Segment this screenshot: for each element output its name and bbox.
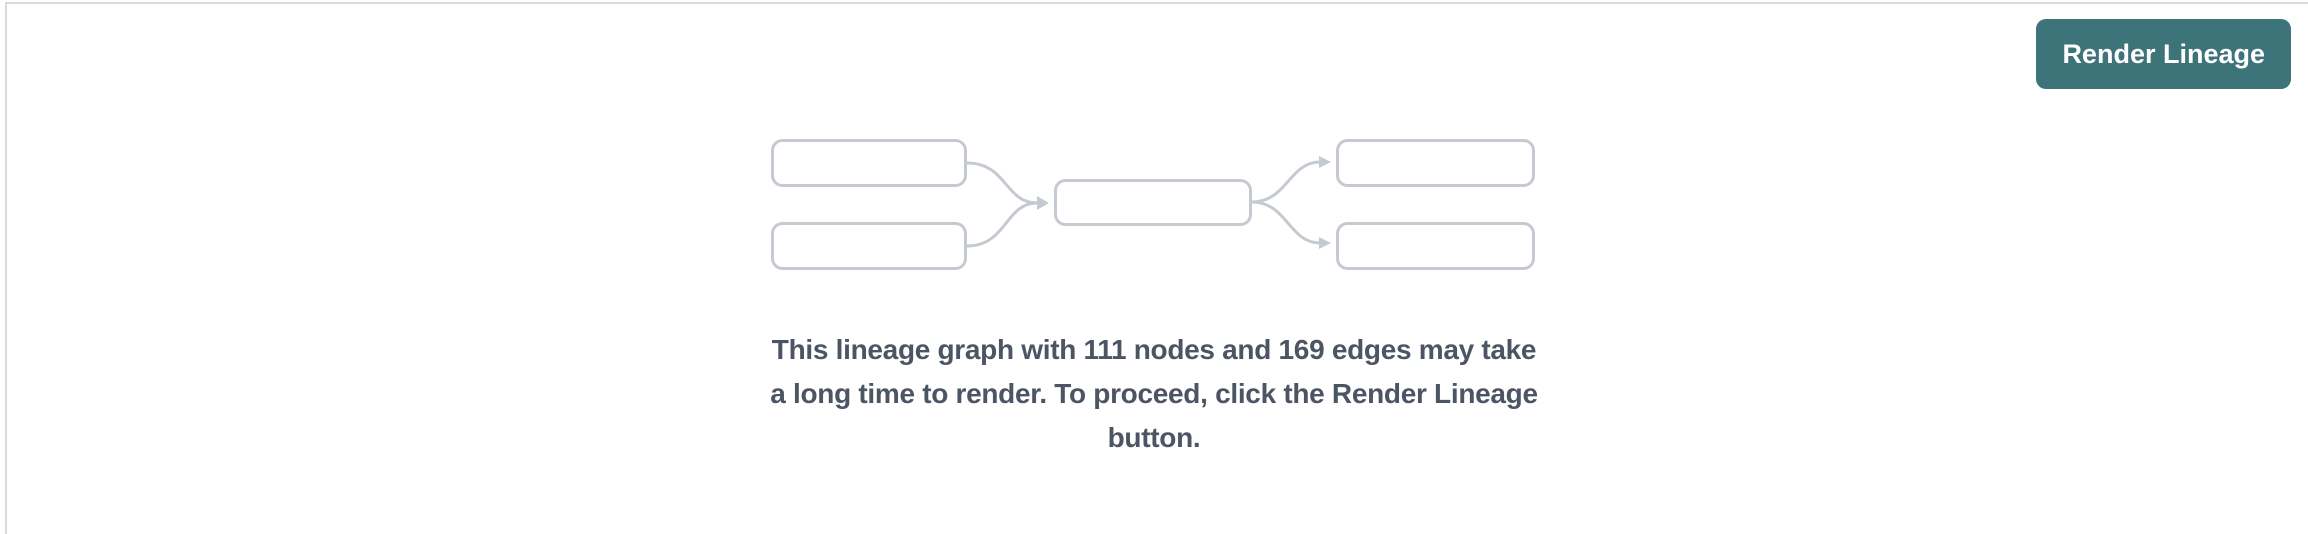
lineage-edge: [1250, 160, 1322, 204]
lineage-edge: [965, 161, 1039, 205]
node-box-downstream-bottom: [1336, 222, 1535, 270]
edge-arrowhead-icon: [1037, 196, 1049, 210]
placeholder-content: This lineage graph with 111 nodes and 16…: [0, 139, 2308, 460]
node-box-upstream-bottom: [771, 222, 967, 270]
render-lineage-button[interactable]: Render Lineage: [2036, 19, 2291, 89]
edge-arrowhead-icon: [1319, 237, 1331, 249]
left-divider: [5, 2, 7, 534]
node-box-upstream-top: [771, 139, 967, 187]
node-box-center: [1054, 179, 1252, 226]
node-box-downstream-top: [1336, 139, 1535, 187]
lineage-graph-icon: [771, 139, 1535, 270]
top-divider: [6, 2, 2308, 4]
lineage-edge: [1250, 200, 1322, 245]
edge-arrowhead-icon: [1319, 156, 1331, 168]
render-warning-message: This lineage graph with 111 nodes and 16…: [770, 334, 1538, 453]
lineage-edge: [965, 201, 1039, 248]
